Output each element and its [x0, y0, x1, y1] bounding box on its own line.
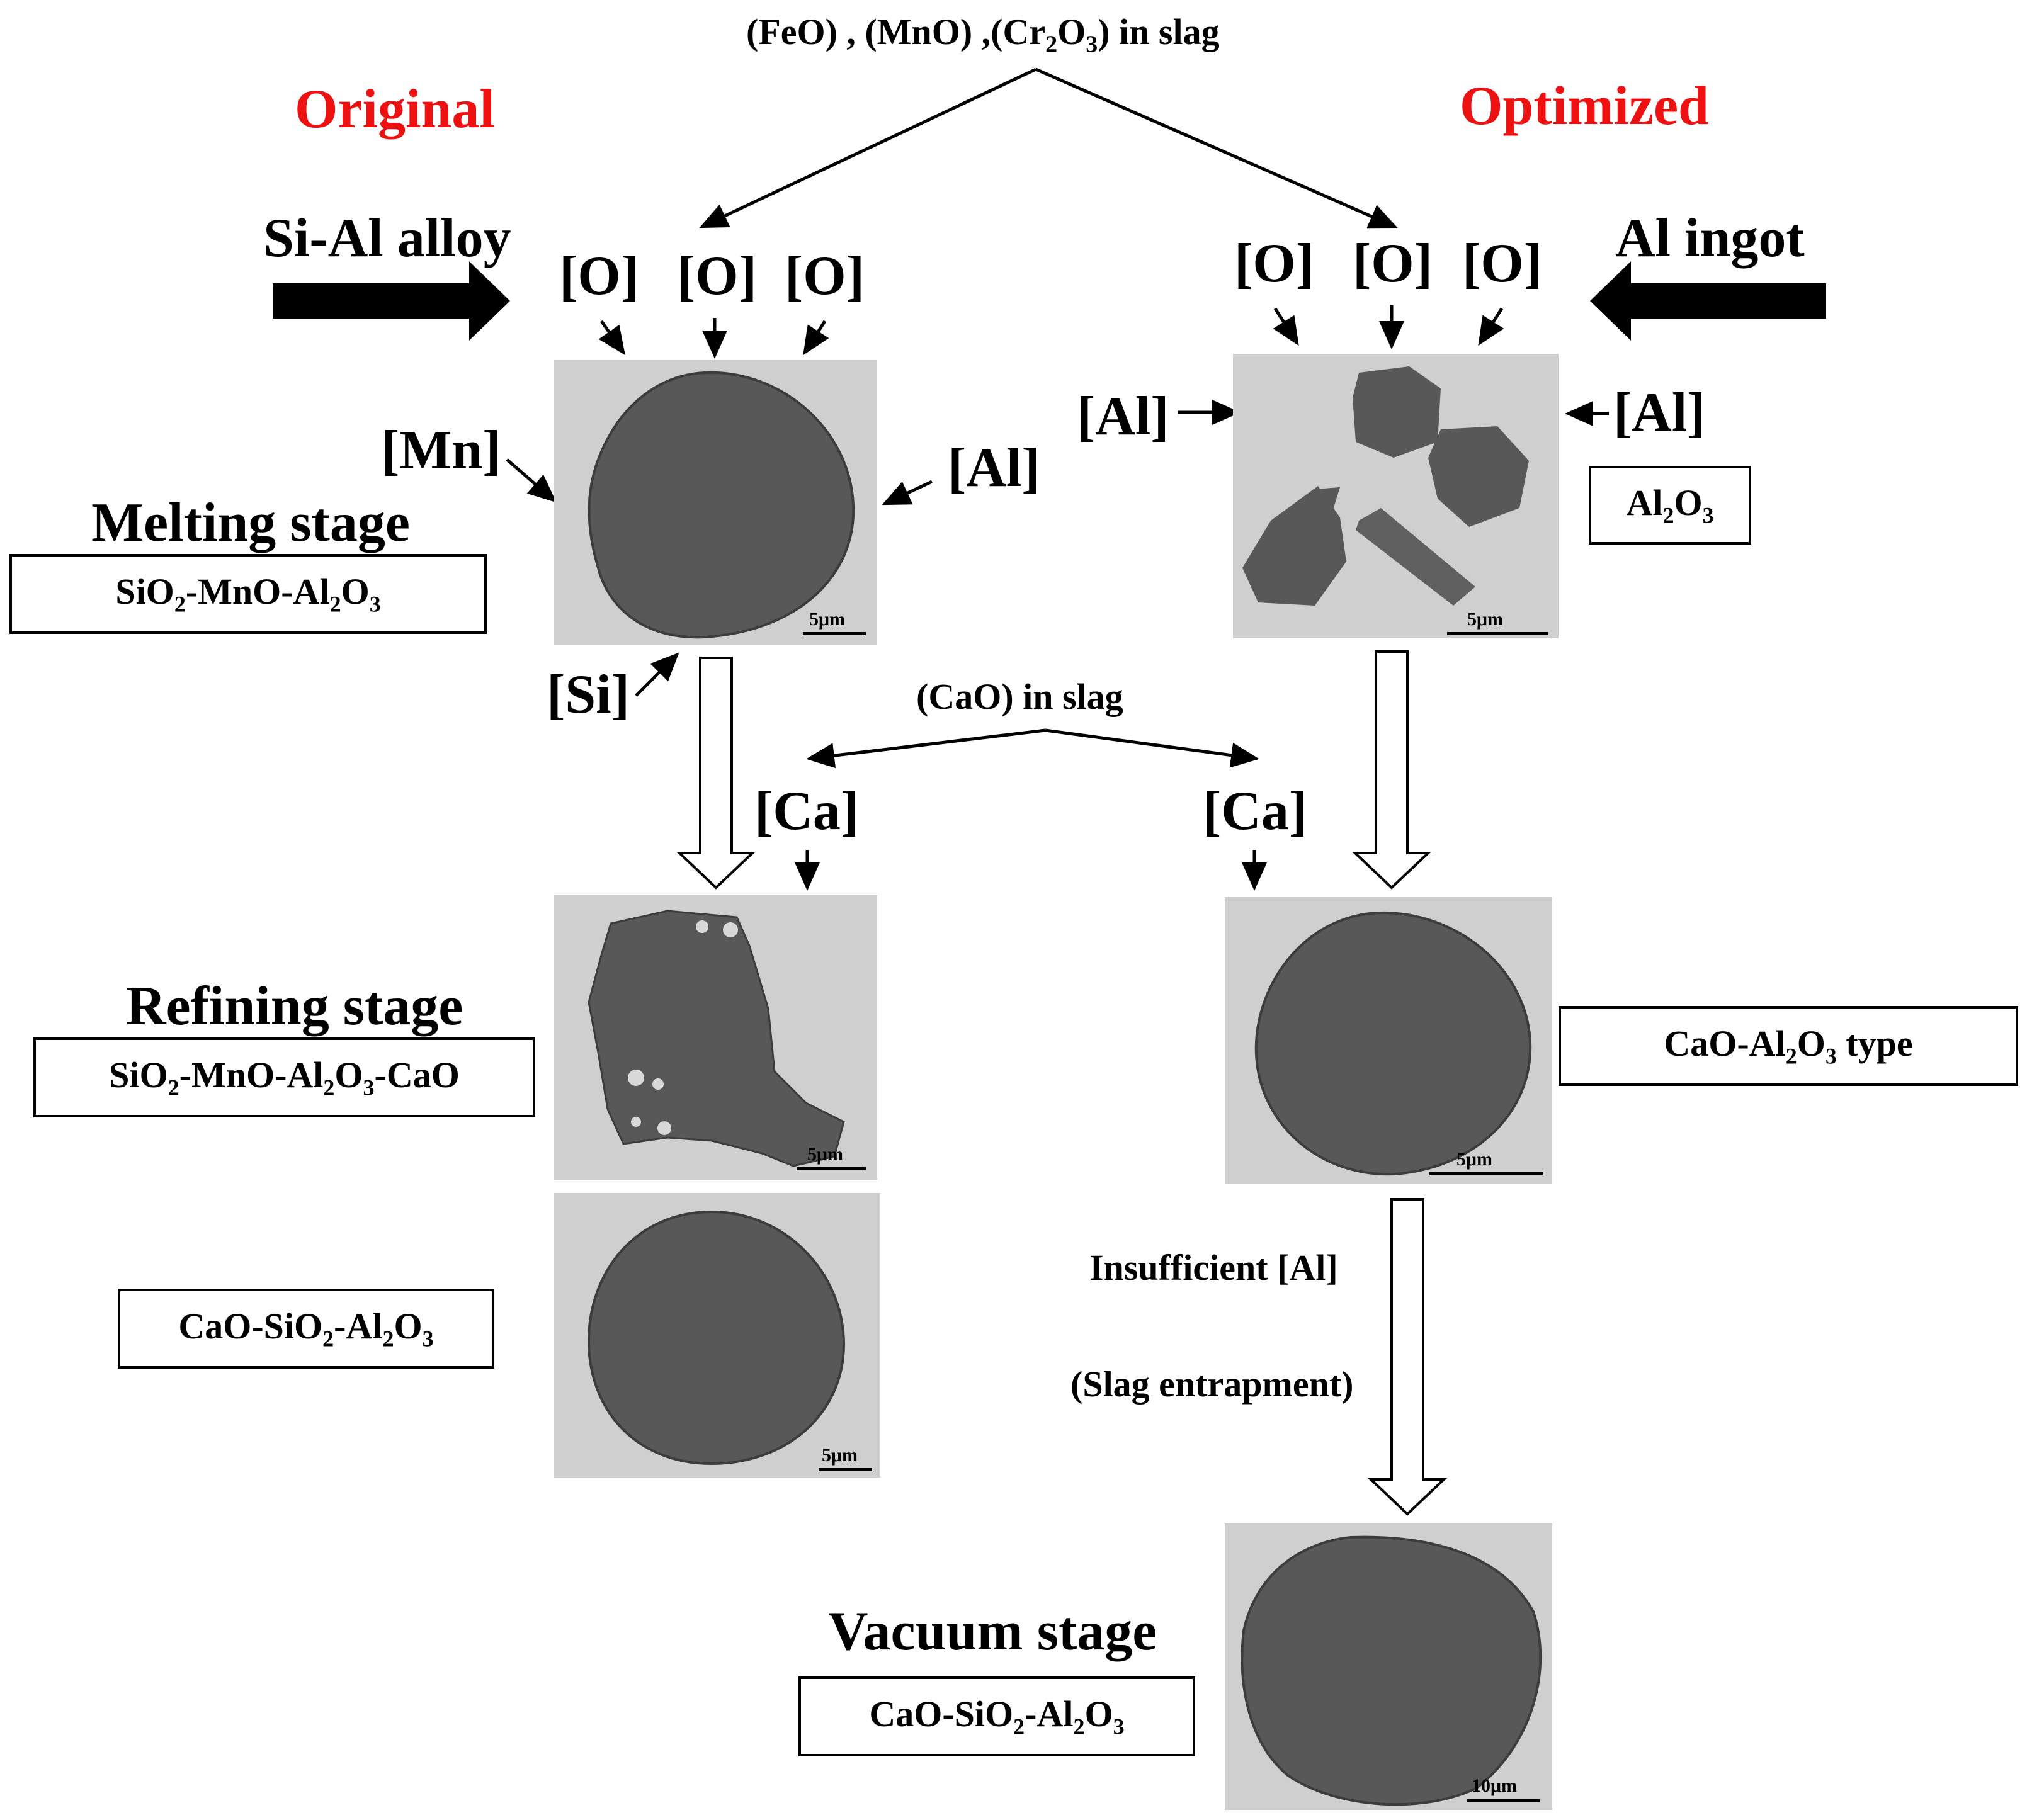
scale-bar: [803, 632, 866, 635]
scale-bar: [1429, 1172, 1543, 1175]
micrograph-refine-left: 5μm: [554, 895, 877, 1180]
micrograph-melt-right: 5μm: [1233, 354, 1559, 638]
slag-oxides-label: (FeO) , (MnO) ,(Cr2O3) in slag: [746, 11, 1220, 58]
composition-box-refine-right: CaO-Al2O3 type: [1559, 1006, 2018, 1086]
o-arrow-left-3: [803, 320, 829, 356]
oxygen-label-right-3: [O]: [1462, 233, 1543, 294]
scale-label: 5μm: [1467, 609, 1503, 630]
slag-entrapment-label: (Slag entrapment): [1070, 1364, 1354, 1405]
composition-box-melt-left: SiO2-MnO-Al2O3: [9, 554, 487, 634]
cao-slag-label: (CaO) in slag: [916, 676, 1123, 717]
ca-label-left: [Ca]: [754, 781, 860, 842]
optimized-heading: Optimized: [1460, 76, 1709, 137]
oxygen-label-right-2: [O]: [1353, 233, 1433, 294]
insufficient-al-label: Insufficient [Al]: [1089, 1247, 1338, 1288]
si-arrow: [635, 652, 679, 697]
composition-box-refine-left: SiO2-MnO-Al2O3-CaO: [33, 1037, 535, 1117]
composition-box-melt-right: Al2O3: [1589, 466, 1751, 545]
oxygen-label-left-3: [O]: [785, 246, 865, 307]
scale-bar: [819, 1468, 872, 1471]
original-heading: Original: [295, 79, 495, 140]
al-label-right-1: [Al]: [1077, 386, 1169, 447]
scale-bar: [797, 1167, 866, 1170]
scale-label: 10μm: [1472, 1775, 1517, 1796]
o-arrow-right-1: [1273, 307, 1299, 346]
micrograph-refine-left-2: 5μm: [554, 1193, 880, 1478]
composition-box-vacuum: CaO-SiO2-Al2O3: [798, 1676, 1195, 1756]
al-ingot-label: Al ingot: [1615, 208, 1805, 269]
o-arrow-left-1: [598, 320, 625, 356]
vacuum-stage-title: Vacuum stage: [828, 1601, 1157, 1662]
o-arrow-right-3: [1478, 307, 1504, 346]
hollow-arrow-left: [676, 657, 756, 890]
slag-to-left-arrow: [699, 67, 1037, 229]
micrograph-refine-right: 5μm: [1225, 897, 1552, 1184]
hollow-arrow-right-1: [1351, 650, 1432, 890]
scale-label: 5μm: [809, 609, 845, 630]
mn-label: [Mn]: [381, 420, 501, 481]
al-ingot-arrow: [1590, 261, 1826, 341]
oxygen-label-right-1: [O]: [1234, 233, 1315, 294]
scale-bar: [1467, 1799, 1540, 1802]
si-label: [Si]: [547, 664, 630, 725]
cao-to-right-arrow: [1045, 728, 1259, 768]
scale-label: 5μm: [807, 1144, 843, 1165]
mn-arrow: [506, 458, 557, 503]
oxygen-label-left-1: [O]: [559, 246, 640, 307]
hollow-arrow-right-2: [1367, 1198, 1448, 1516]
slag-to-right-arrow: [1035, 67, 1398, 229]
refining-stage-title: Refining stage: [126, 976, 463, 1037]
composition-box-refine-left-2: CaO-SiO2-Al2O3: [118, 1289, 494, 1369]
oxygen-label-left-2: [O]: [677, 246, 758, 307]
si-al-alloy-arrow: [273, 261, 510, 341]
scale-label: 5μm: [1456, 1149, 1492, 1170]
scale-label: 5μm: [822, 1445, 858, 1466]
ca-label-right: [Ca]: [1203, 781, 1308, 842]
si-al-alloy-label: Si-Al alloy: [263, 208, 511, 269]
micrograph-vacuum: 10μm: [1225, 1523, 1552, 1810]
al-label-left: [Al]: [948, 438, 1040, 499]
scale-bar: [1447, 632, 1548, 635]
al-label-right-2: [Al]: [1613, 382, 1706, 443]
al-arrow-left: [882, 480, 933, 506]
cao-to-left-arrow: [806, 728, 1046, 769]
melting-stage-title: Melting stage: [91, 492, 410, 553]
micrograph-melt-left: 5μm: [554, 360, 877, 645]
